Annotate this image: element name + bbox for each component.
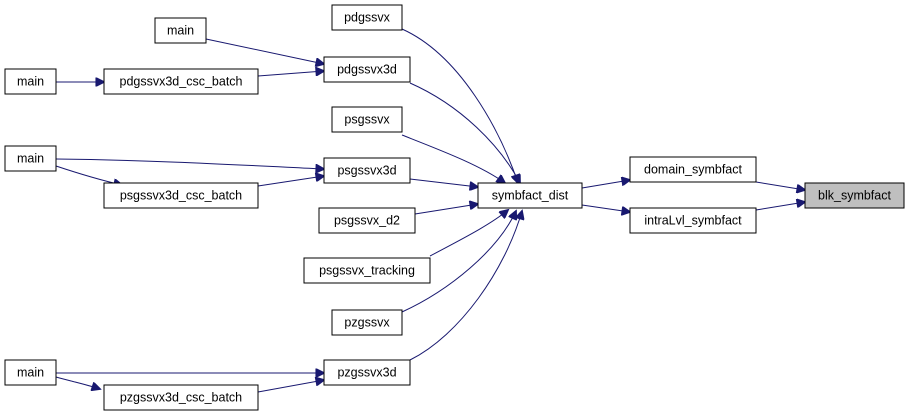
edge-domain-symbfact-to-blk-symbfact [755,181,805,190]
node-pzgssvx3d-csc-batch[interactable]: pzgssvx3d_csc_batch [103,384,259,411]
node-main-1[interactable]: main [154,17,207,44]
edge-main-3-to-psgssvx3d [55,158,324,169]
node-label: pzgssvx [344,316,390,330]
edge-symbfact-dist-to-intralvl-symbfact [581,204,630,212]
node-symbfact-dist[interactable]: symbfact_dist [477,182,583,209]
node-pdgssvx3d[interactable]: pdgssvx3d [323,56,411,83]
node-label: main [17,152,44,166]
node-label: blk_symbfact [818,189,891,203]
node-label: pzgssvx3d [337,366,396,380]
edge-psgssvx3d-to-symbfact-dist [409,178,478,187]
node-label: domain_symbfact [644,163,742,177]
node-label: main [17,75,44,89]
node-label: psgssvx3d [337,164,396,178]
node-intralvl-symbfact[interactable]: intraLvl_symbfact [629,207,757,234]
node-label: pdgssvx [344,11,391,25]
node-psgssvx3d-csc-batch[interactable]: psgssvx3d_csc_batch [103,182,259,209]
node-label: psgssvx [344,113,390,127]
node-label: psgssvx_tracking [319,264,415,278]
node-label: intraLvl_symbfact [644,214,742,228]
node-pzgssvx[interactable]: pzgssvx [331,309,403,336]
edge-pdgssvx-to-symbfact-dist [401,28,518,183]
edge-pzgssvx3d-to-symbfact-dist [409,211,522,361]
node-psgssvx-d2[interactable]: psgssvx_d2 [318,207,416,234]
edge-psgssvx3d-csc-batch-to-psgssvx3d [257,176,324,187]
node-domain-symbfact[interactable]: domain_symbfact [629,156,757,183]
node-pzgssvx3d[interactable]: pzgssvx3d [323,359,411,386]
edge-pzgssvx3d-csc-batch-to-pzgssvx3d [257,380,324,393]
node-psgssvx3d[interactable]: psgssvx3d [323,157,411,184]
node-psgssvx[interactable]: psgssvx [331,106,403,133]
node-pdgssvx3d-csc-batch[interactable]: pdgssvx3d_csc_batch [103,68,259,95]
edge-main-4-to-pzgssvx3d-csc-batch [55,376,100,389]
node-label: pdgssvx3d_csc_batch [120,75,243,89]
node-label: pdgssvx3d [337,63,397,77]
node-label: symbfact_dist [492,189,569,203]
node-main-3[interactable]: main [4,145,57,172]
edge-pzgssvx-to-symbfact-dist [401,211,516,313]
node-label: main [17,366,44,380]
edge-pdgssvx3d-csc-batch-to-pdgssvx3d [257,71,324,77]
node-main-2[interactable]: main [4,68,57,95]
edge-psgssvx-to-symbfact-dist [401,134,505,183]
node-label: main [167,24,194,38]
node-main-4[interactable]: main [4,359,57,386]
edge-symbfact-dist-to-domain-symbfact [581,180,630,189]
node-blk-symbfact[interactable]: blk_symbfact [804,182,905,209]
node-label: psgssvx3d_csc_batch [120,189,242,203]
node-psgssvx-tracking[interactable]: psgssvx_tracking [303,257,431,284]
edge-psgssvx-tracking-to-symbfact-dist [429,210,508,257]
edge-main-3-to-psgssvx3d-csc-batch [55,165,122,185]
node-pdgssvx[interactable]: pdgssvx [331,4,403,31]
node-label: pzgssvx3d_csc_batch [120,391,242,405]
edge-psgssvx-d2-to-symbfact-dist [414,204,478,215]
edge-intralvl-symbfact-to-blk-symbfact [755,202,805,211]
edges [55,28,805,393]
nodes: main main pdgssvx3d_csc_batch main psgss… [4,4,905,411]
edge-main-1-to-pdgssvx3d [205,38,324,64]
edge-pdgssvx3d-to-symbfact-dist [409,82,520,183]
node-label: psgssvx_d2 [334,214,400,228]
